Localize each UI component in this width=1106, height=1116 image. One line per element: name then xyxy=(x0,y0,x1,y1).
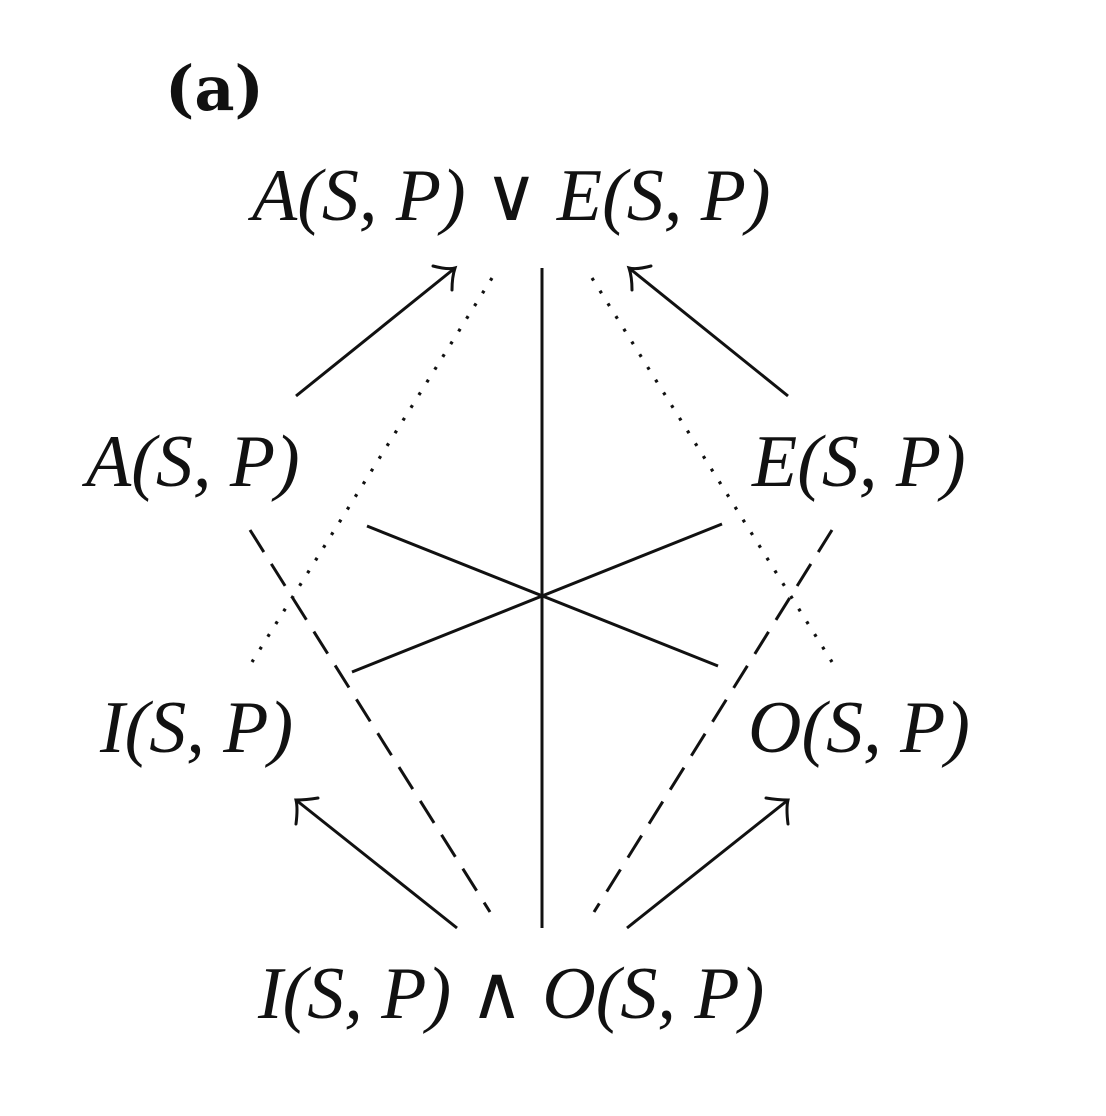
node-i: I(S, P) xyxy=(99,687,293,769)
subcontrary-line-top-i xyxy=(250,277,494,663)
contradiction-line-e-i xyxy=(351,522,723,674)
panel-label: (a) xyxy=(165,52,264,125)
node-bottom-conjunction: I(S, P) ∧ O(S, P) xyxy=(257,953,764,1035)
contrary-line-a-bottom xyxy=(248,529,492,913)
node-e: E(S, P) xyxy=(751,421,966,503)
implication-arrow-a-top xyxy=(295,264,458,398)
node-a: A(S, P) xyxy=(81,421,300,503)
subcontrary-line-top-o xyxy=(590,277,834,663)
node-top-disjunction: A(S, P) ∨ E(S, P) xyxy=(247,155,771,237)
node-o: O(S, P) xyxy=(748,687,970,769)
implication-arrow-bottom-i xyxy=(294,796,458,930)
implication-arrow-e-top xyxy=(626,264,789,398)
contrary-line-e-bottom xyxy=(592,529,834,913)
implication-arrow-bottom-o xyxy=(626,796,790,930)
